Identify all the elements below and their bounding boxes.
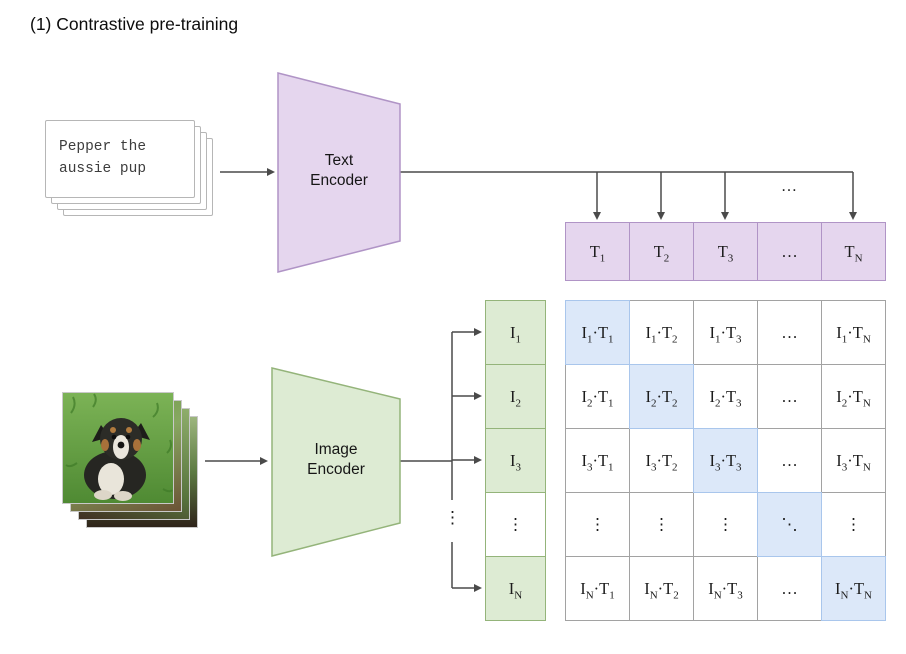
matrix-cell-ellipsis: … (757, 428, 822, 493)
matrix-cell: I1·T2 (629, 300, 694, 365)
matrix-cell: I2·T3 (693, 364, 758, 429)
matrix-cell-ellipsis: … (757, 300, 822, 365)
matrix-cell: IN·T1 (565, 556, 630, 621)
matrix-cell-ellipsis: … (757, 556, 822, 621)
puppy-illustration (63, 393, 173, 503)
matrix-cell: I3·T2 (629, 428, 694, 493)
matrix-cell: I2·TN (821, 364, 886, 429)
matrix-cell-diagonal: I3·T3 (693, 428, 758, 493)
matrix-cell-vdots: ⋮ (693, 492, 758, 557)
matrix-cell-vdots: ⋮ (821, 492, 886, 557)
matrix-cell-diagonal: I2·T2 (629, 364, 694, 429)
image-embedding-cell-dots: ⋮ (485, 492, 546, 557)
caption-card-front: Pepper the aussie pup (45, 120, 195, 198)
text-encoder-label: Text Encoder (310, 152, 368, 189)
matrix-cell-ellipsis: … (757, 364, 822, 429)
text-embedding-cell: T1 (565, 222, 630, 281)
image-embedding-cell: I3 (485, 428, 546, 493)
caption-text: Pepper the aussie pup (59, 139, 147, 178)
text-embedding-cell: T3 (693, 222, 758, 281)
image-branch-dots: ⋮ (444, 508, 461, 527)
image-embedding-cell: IN (485, 556, 546, 621)
image-encoder-label: Image Encoder (307, 441, 365, 478)
matrix-cell-diagonal: IN·TN (821, 556, 886, 621)
page-title: (1) Contrastive pre-training (30, 14, 239, 34)
arrow-row-ellipsis: … (781, 178, 797, 195)
text-embedding-cell: TN (821, 222, 886, 281)
image-embedding-cell: I1 (485, 300, 546, 365)
matrix-cell-vdots: ⋮ (629, 492, 694, 557)
matrix-cell-diagonal-ddots: ⋱ (757, 492, 822, 557)
matrix-cell-vdots: ⋮ (565, 492, 630, 557)
image-embedding-cell: I2 (485, 364, 546, 429)
matrix-cell-diagonal: I1·T1 (565, 300, 630, 365)
text-embedding-cell-ellipsis: … (757, 222, 822, 281)
matrix-cell: I3·T1 (565, 428, 630, 493)
matrix-cell: IN·T3 (693, 556, 758, 621)
matrix-cell: I1·TN (821, 300, 886, 365)
puppy-photo (62, 392, 174, 504)
matrix-cell: I1·T3 (693, 300, 758, 365)
matrix-cell: I3·TN (821, 428, 886, 493)
text-embedding-cell: T2 (629, 222, 694, 281)
matrix-cell: IN·T2 (629, 556, 694, 621)
matrix-cell: I2·T1 (565, 364, 630, 429)
